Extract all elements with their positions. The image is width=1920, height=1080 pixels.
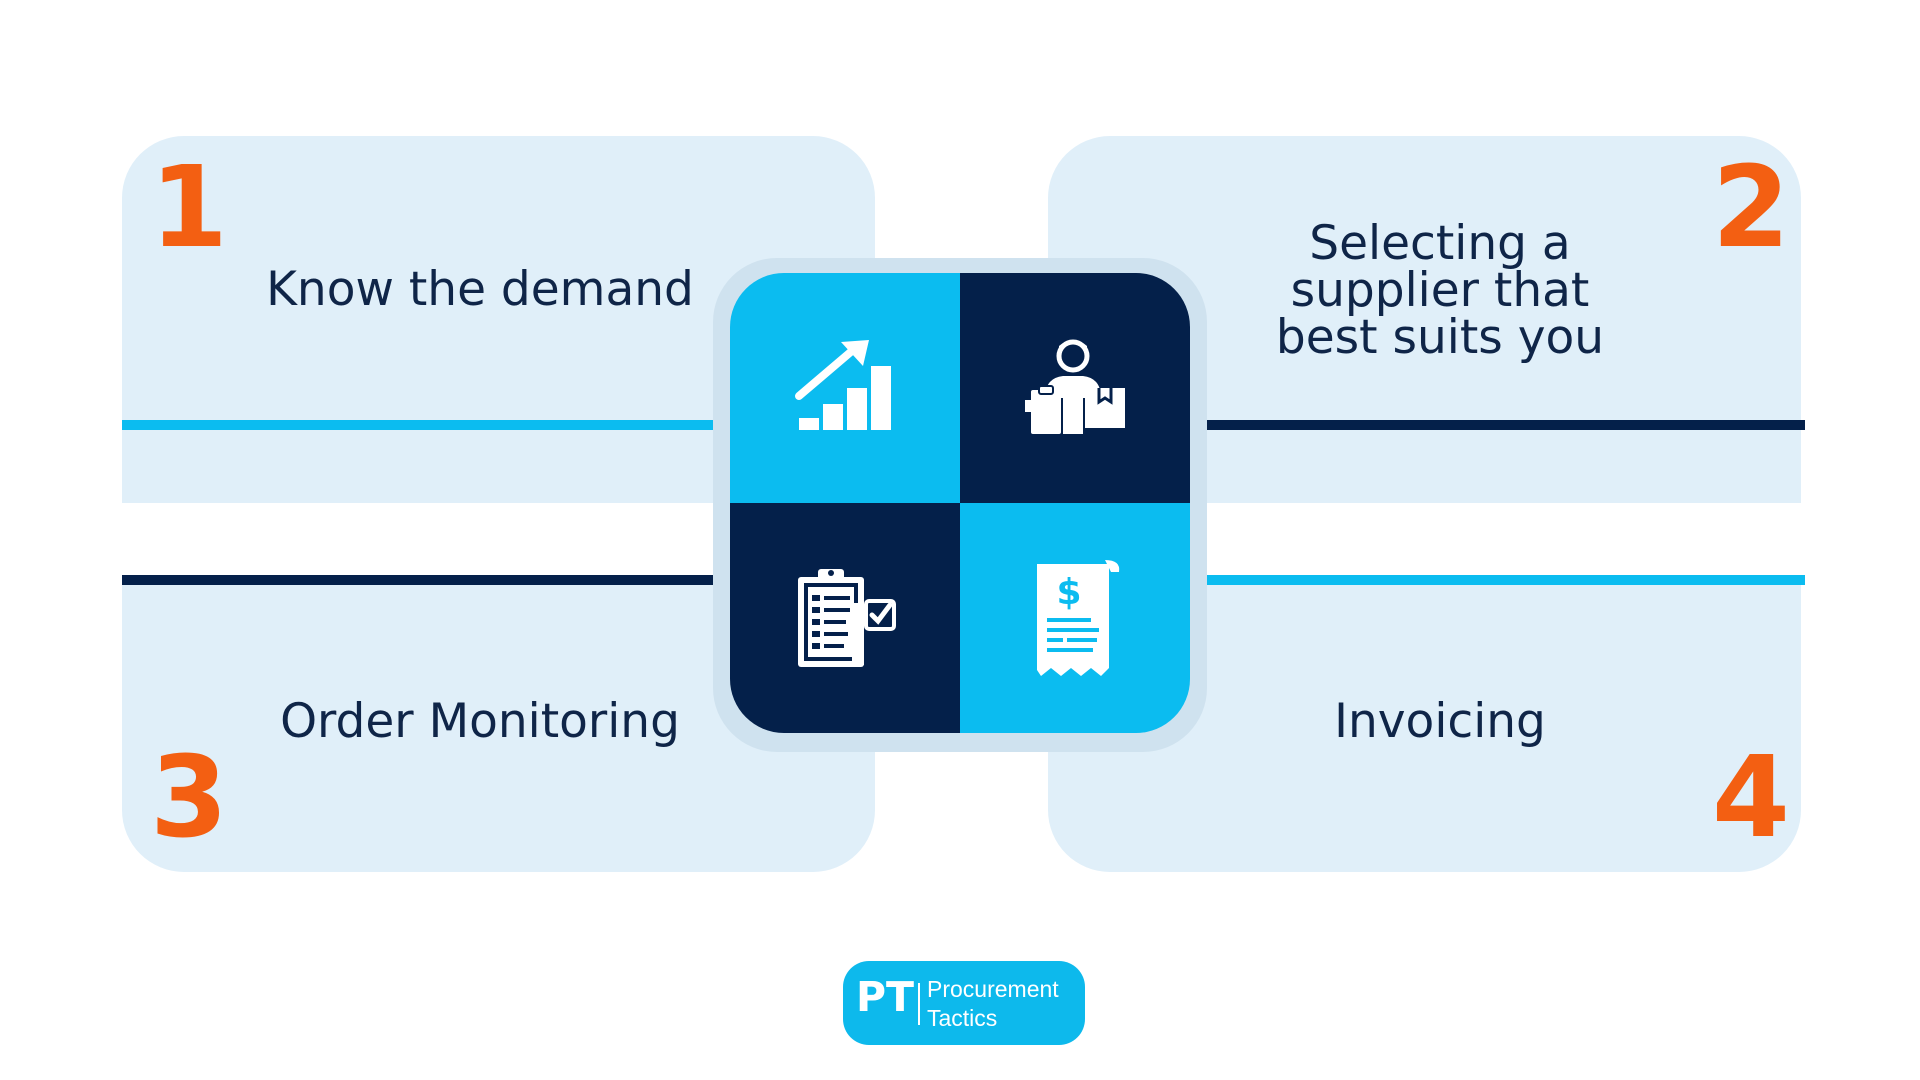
logo-mark: PT [856, 973, 915, 1021]
connector-line-3 [122, 575, 752, 585]
invoice-receipt-icon: $ [1037, 560, 1120, 676]
step-title-1: Know the demand [266, 262, 694, 317]
connector-line-4 [1165, 575, 1805, 585]
step-title-2: Selecting a supplier that best suits you [1240, 220, 1640, 361]
connector-line-1 [122, 420, 752, 430]
icon-cell-2 [960, 273, 1190, 503]
step-number-4: 4 [1712, 733, 1790, 863]
growth-chart-icon [795, 340, 891, 430]
step-title-4: Invoicing [1334, 694, 1546, 749]
supplier-person-icon [1025, 339, 1125, 434]
step-title-2-line-2: supplier that [1290, 263, 1590, 318]
step-number-3: 3 [150, 733, 228, 863]
step-title-2-line-1: Selecting a [1309, 216, 1571, 271]
clipboard-checklist-icon [798, 569, 896, 667]
icon-cell-1 [730, 273, 960, 503]
step-title-3: Order Monitoring [280, 694, 680, 749]
icon-cell-3 [730, 503, 960, 733]
logo-divider [918, 983, 920, 1025]
logo-word-line-2: Tactics [927, 1005, 998, 1031]
icon-grid: $ [730, 273, 1190, 733]
step-number-2: 2 [1712, 143, 1790, 273]
connector-line-2 [1165, 420, 1805, 430]
step-number-1: 1 [150, 143, 228, 273]
logo-word-line-1: Procurement [927, 976, 1059, 1002]
step-title-2-line-3: best suits you [1275, 310, 1605, 365]
svg-text:$: $ [1056, 572, 1081, 613]
procurement-tactics-logo: PT Procurement Tactics [843, 961, 1085, 1045]
icon-cell-4: $ [960, 503, 1190, 733]
